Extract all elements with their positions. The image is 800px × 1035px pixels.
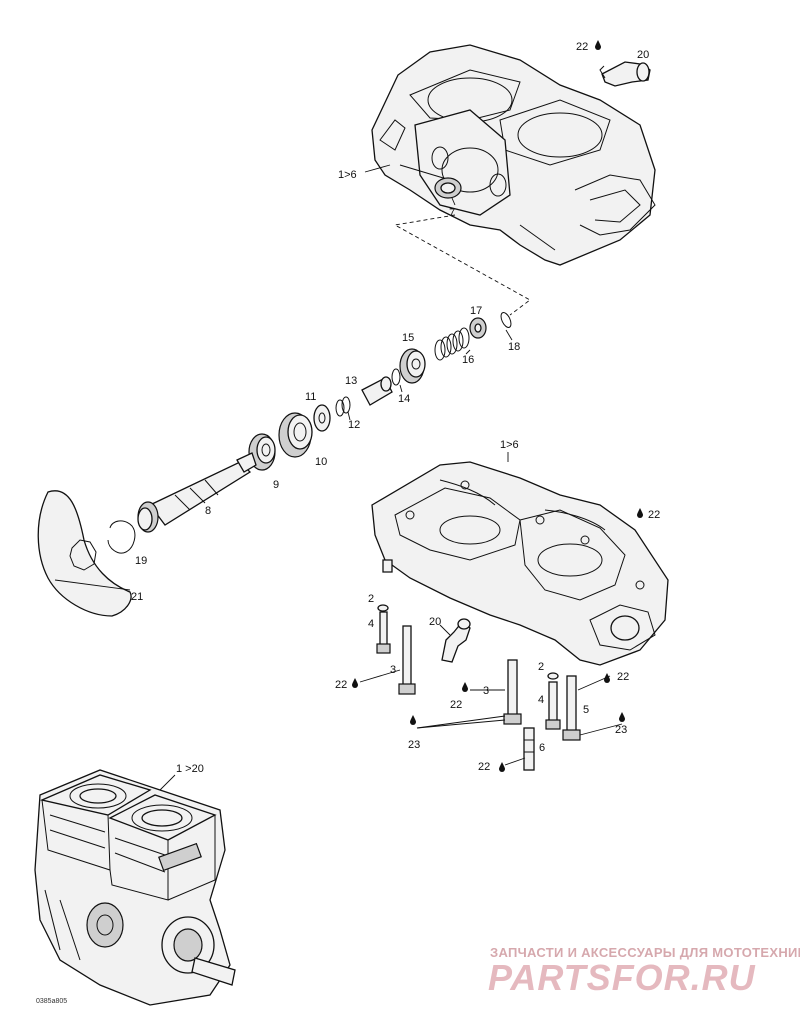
callout-14: 14 xyxy=(398,393,410,405)
callout-23-right: 23 xyxy=(615,724,627,736)
sealant-drop-icon xyxy=(595,40,601,50)
callout-9: 9 xyxy=(273,479,279,491)
callout-22-bottom: 22 xyxy=(478,761,490,773)
upper-crankcase-half xyxy=(371,44,656,266)
callout-16: 16 xyxy=(462,354,474,366)
sealant-drop-icon xyxy=(604,673,610,683)
callout-10: 10 xyxy=(315,456,327,468)
callout-21: 21 xyxy=(131,591,143,603)
sealant-drop-icon xyxy=(499,762,505,772)
callout-labels: 22 20 1>6 7 17 18 15 16 13 14 11 12 10 9… xyxy=(131,41,660,775)
sealant-drop-icon xyxy=(410,715,416,725)
callout-22: 22 xyxy=(576,41,588,53)
fitting-20-top xyxy=(599,61,651,87)
callout-11: 11 xyxy=(305,391,316,403)
callout-23-left: 23 xyxy=(408,739,420,751)
engine-overview xyxy=(34,769,236,1006)
callout-3-mid: 3 xyxy=(483,685,489,697)
callout-22-bolt5: 22 xyxy=(617,671,629,683)
callout-4-left: 4 xyxy=(368,618,374,630)
callout-19: 19 xyxy=(135,555,147,567)
callout-22-right: 22 xyxy=(648,509,660,521)
sealant-drop-icon xyxy=(462,682,468,692)
watermark: ЗАПЧАСТИ И АКСЕССУАРЫ ДЛЯ МОТОТЕХНИКИ PA… xyxy=(488,945,800,998)
callout-15: 15 xyxy=(402,332,414,344)
callout-22-left: 22 xyxy=(335,679,347,691)
sealant-drop-icon xyxy=(637,508,643,518)
callout-20: 20 xyxy=(637,49,649,61)
callout-2-left: 2 xyxy=(368,593,374,605)
drop-icons xyxy=(352,508,643,772)
callout-2-right: 2 xyxy=(538,661,544,673)
callout-22-mid: 22 xyxy=(450,699,462,711)
callout-4-right: 4 xyxy=(538,694,544,706)
callout-1-6: 1>6 xyxy=(338,169,357,181)
callout-1-6-lower: 1>6 xyxy=(500,439,519,451)
callout-12: 12 xyxy=(348,419,360,431)
drawing-code: 0385a805 xyxy=(36,998,67,1005)
spring-16 xyxy=(434,327,470,361)
callout-8: 8 xyxy=(205,505,211,517)
fasteners xyxy=(376,604,581,771)
callout-18: 18 xyxy=(508,341,520,353)
callout-20-mid: 20 xyxy=(429,616,441,628)
watermark-tagline: ЗАПЧАСТИ И АКСЕССУАРЫ ДЛЯ МОТОТЕХНИКИ xyxy=(490,945,800,960)
sealant-drop-icon xyxy=(619,712,625,722)
callout-6: 6 xyxy=(539,742,545,754)
callout-13: 13 xyxy=(345,375,357,387)
callout-7: 7 xyxy=(449,207,455,219)
watermark-logo: PARTSFOR.RU xyxy=(488,957,756,998)
callout-3-left: 3 xyxy=(390,664,396,676)
gear-15 xyxy=(399,348,426,384)
sealant-drop-icon xyxy=(352,678,358,688)
callout-5: 5 xyxy=(583,704,589,716)
callout-17: 17 xyxy=(470,305,482,317)
callout-1-20: 1 >20 xyxy=(176,763,204,775)
balancer-shaft-assembly xyxy=(37,312,512,617)
lower-crankcase-half xyxy=(371,461,669,666)
